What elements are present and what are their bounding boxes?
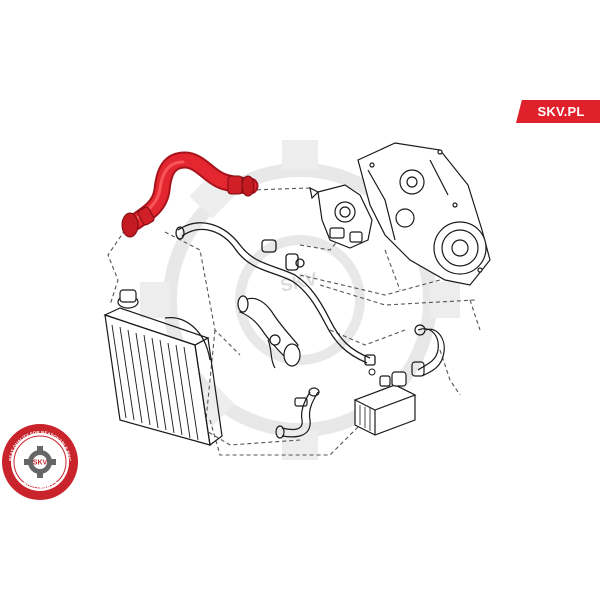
- engine-timing-cover: [357, 142, 491, 286]
- svg-text:GREAT QUALITY FOR REASONABLE P: GREAT QUALITY FOR REASONABLE PRICE: [0, 0, 72, 462]
- oil-cooler-hose: [411, 324, 445, 377]
- thermostat-housing: [309, 184, 373, 249]
- lower-radiator-hose: [237, 295, 301, 369]
- svg-text:SKV: SKV: [33, 460, 48, 467]
- oil-cooler: [353, 371, 417, 436]
- brand-badge: SKV.PL: [516, 100, 600, 123]
- skv-quality-seal: GREAT QUALITY FOR REASONABLE PRICE AUTO …: [0, 0, 78, 500]
- brand-site-label: SKV.PL: [537, 104, 585, 119]
- radiator: [103, 289, 223, 447]
- radiator-upper-hose: [121, 151, 259, 238]
- o-ring: [368, 368, 376, 376]
- svg-text:AUTO PARTS: AUTO PARTS: [21, 480, 59, 492]
- coolant-pipe: [175, 222, 376, 366]
- small-bypass-hose: [275, 387, 320, 439]
